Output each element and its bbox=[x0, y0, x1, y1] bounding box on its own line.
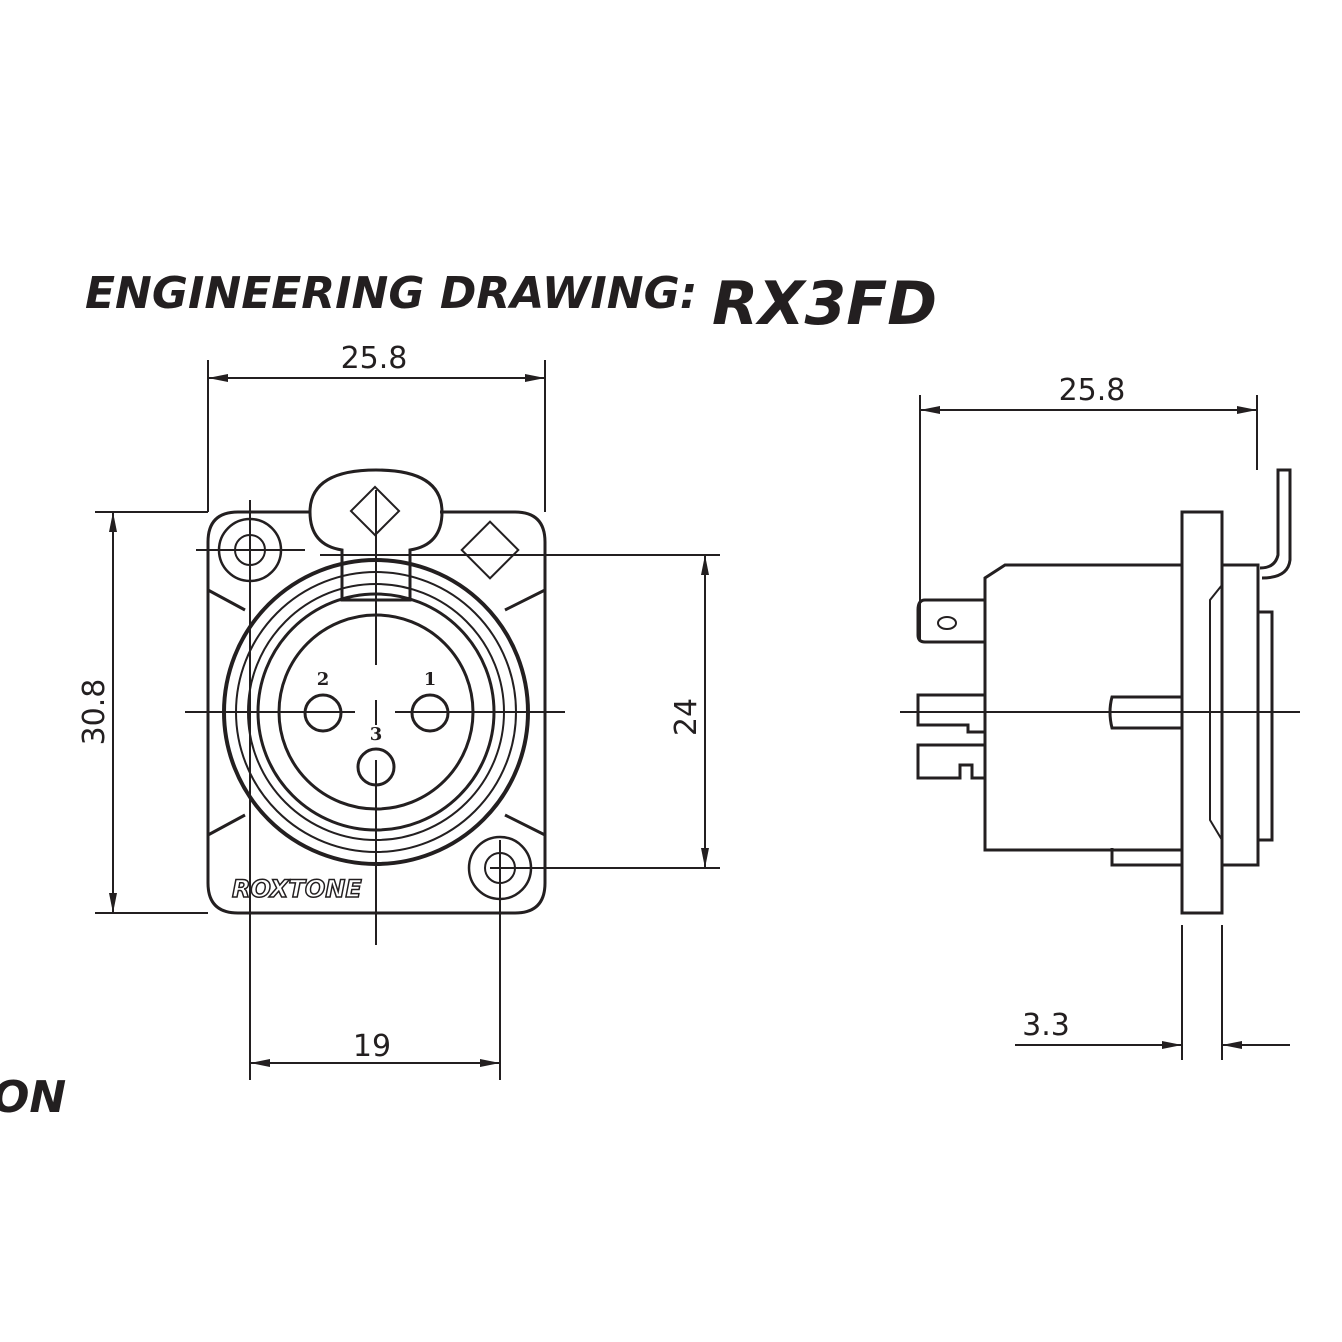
solder-cup bbox=[916, 598, 985, 644]
latch-tab bbox=[308, 468, 444, 602]
flange-thickness-dimension: 3.3 bbox=[1022, 1008, 1070, 1043]
front-height-dimension: 30.8 bbox=[77, 679, 112, 746]
pin-label-1: 1 bbox=[424, 669, 437, 690]
front-width-dimension: 25.8 bbox=[341, 341, 408, 376]
pin-label-2: 2 bbox=[317, 669, 330, 690]
model-number: RX3FD bbox=[712, 269, 937, 339]
side-dimensions: 25.8 3.3 bbox=[919, 373, 1290, 1060]
side-view bbox=[900, 468, 1300, 915]
latch-lever bbox=[1259, 468, 1292, 580]
pin-label-3: 3 bbox=[370, 724, 383, 745]
hole-spacing-vertical-dimension: 24 bbox=[669, 698, 704, 736]
front-dimensions: 25.8 30.8 24 19 bbox=[77, 341, 709, 1067]
drawing-title: ENGINEERING DRAWING: bbox=[85, 268, 697, 319]
hole-spacing-horizontal-dimension: 19 bbox=[353, 1029, 391, 1064]
brand-logo: ROXTONE bbox=[232, 875, 362, 903]
r-logo-icon bbox=[349, 485, 520, 580]
cut-off-text: ON bbox=[0, 1072, 66, 1123]
front-view: 1 2 3 ROXTONE bbox=[185, 468, 720, 1080]
side-width-dimension: 25.8 bbox=[1059, 373, 1126, 408]
